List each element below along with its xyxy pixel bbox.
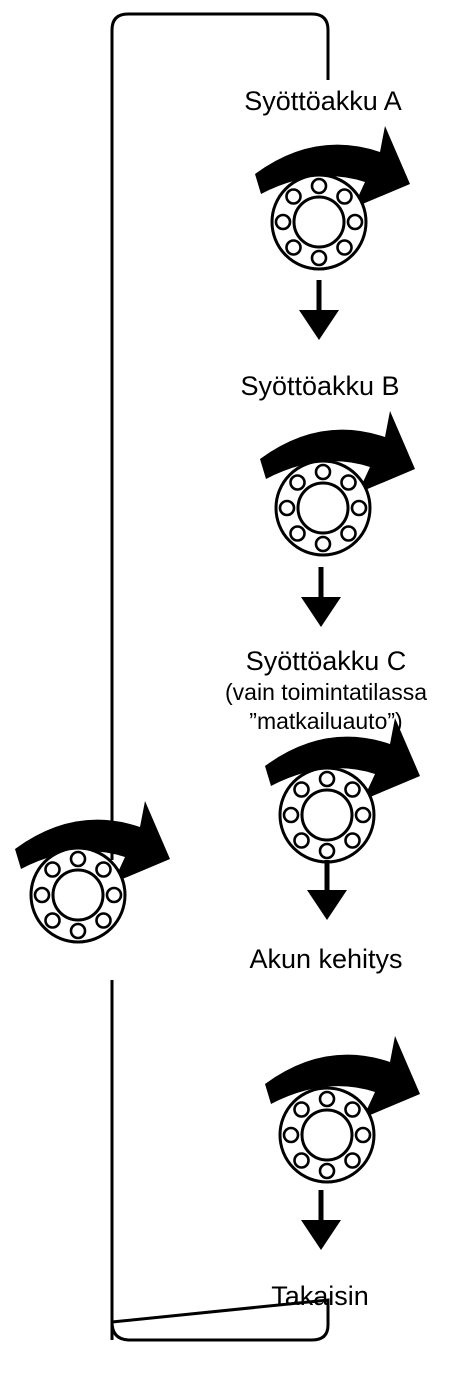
down-arrow-icon — [301, 1190, 341, 1250]
step-note-line-1: (vain toimintatilassa — [225, 679, 427, 705]
step-label-e: Takaisin — [271, 1281, 369, 1311]
down-arrow-icon — [301, 567, 341, 627]
dial-knob-icon — [278, 1086, 376, 1184]
loop-frame — [110, 12, 330, 1342]
step-label-a: Syöttöakku A — [244, 86, 402, 116]
step-note-line-2: ”matkailuauto”) — [249, 708, 402, 734]
step-label-b: Syöttöakku B — [240, 371, 399, 401]
dial-knob-icon — [274, 459, 372, 557]
dial-knob-icon — [29, 846, 127, 944]
dial-knob-icon — [270, 173, 368, 271]
down-arrow-icon — [299, 280, 339, 340]
dial-knob-icon — [278, 766, 376, 864]
step-label-c: Syöttöakku C — [246, 646, 407, 676]
step-label-d: Akun kehitys — [249, 944, 402, 974]
down-arrow-icon — [307, 860, 347, 920]
